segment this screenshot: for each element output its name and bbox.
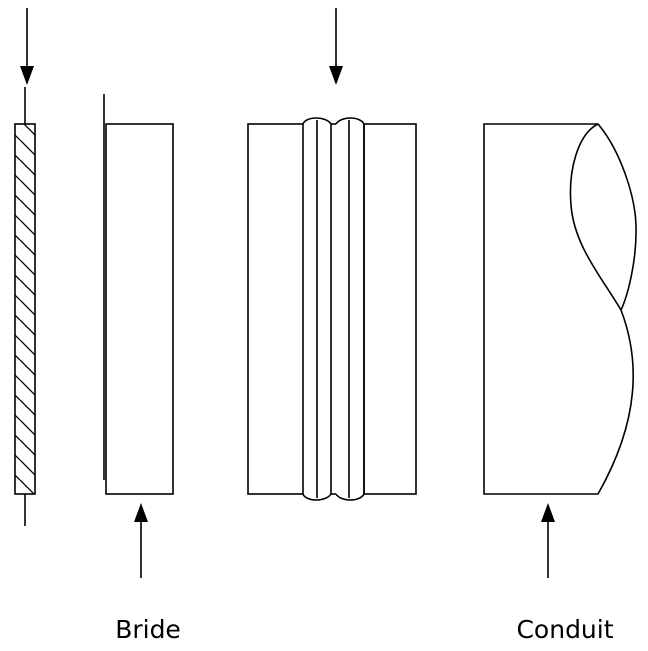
weld-outer-left xyxy=(247,123,304,495)
arrow-up-conduit xyxy=(541,503,555,578)
weld-bead-left xyxy=(302,117,332,501)
flange-bride xyxy=(103,94,174,495)
gasket xyxy=(14,87,36,526)
pipe-conduit xyxy=(483,123,637,495)
flange-body xyxy=(105,123,174,495)
weld-bead-right xyxy=(335,117,365,501)
arrow-down-left xyxy=(20,8,34,85)
pipe-outline xyxy=(483,123,637,495)
welded-joint xyxy=(247,8,417,501)
label-bride: Bride xyxy=(115,615,181,644)
label-conduit: Conduit xyxy=(516,615,614,644)
pipe-cut-curve xyxy=(569,123,622,311)
weld-outer-right xyxy=(363,123,417,495)
arrow-up-bride xyxy=(134,503,148,578)
gasket-hatched-strip xyxy=(14,123,36,495)
